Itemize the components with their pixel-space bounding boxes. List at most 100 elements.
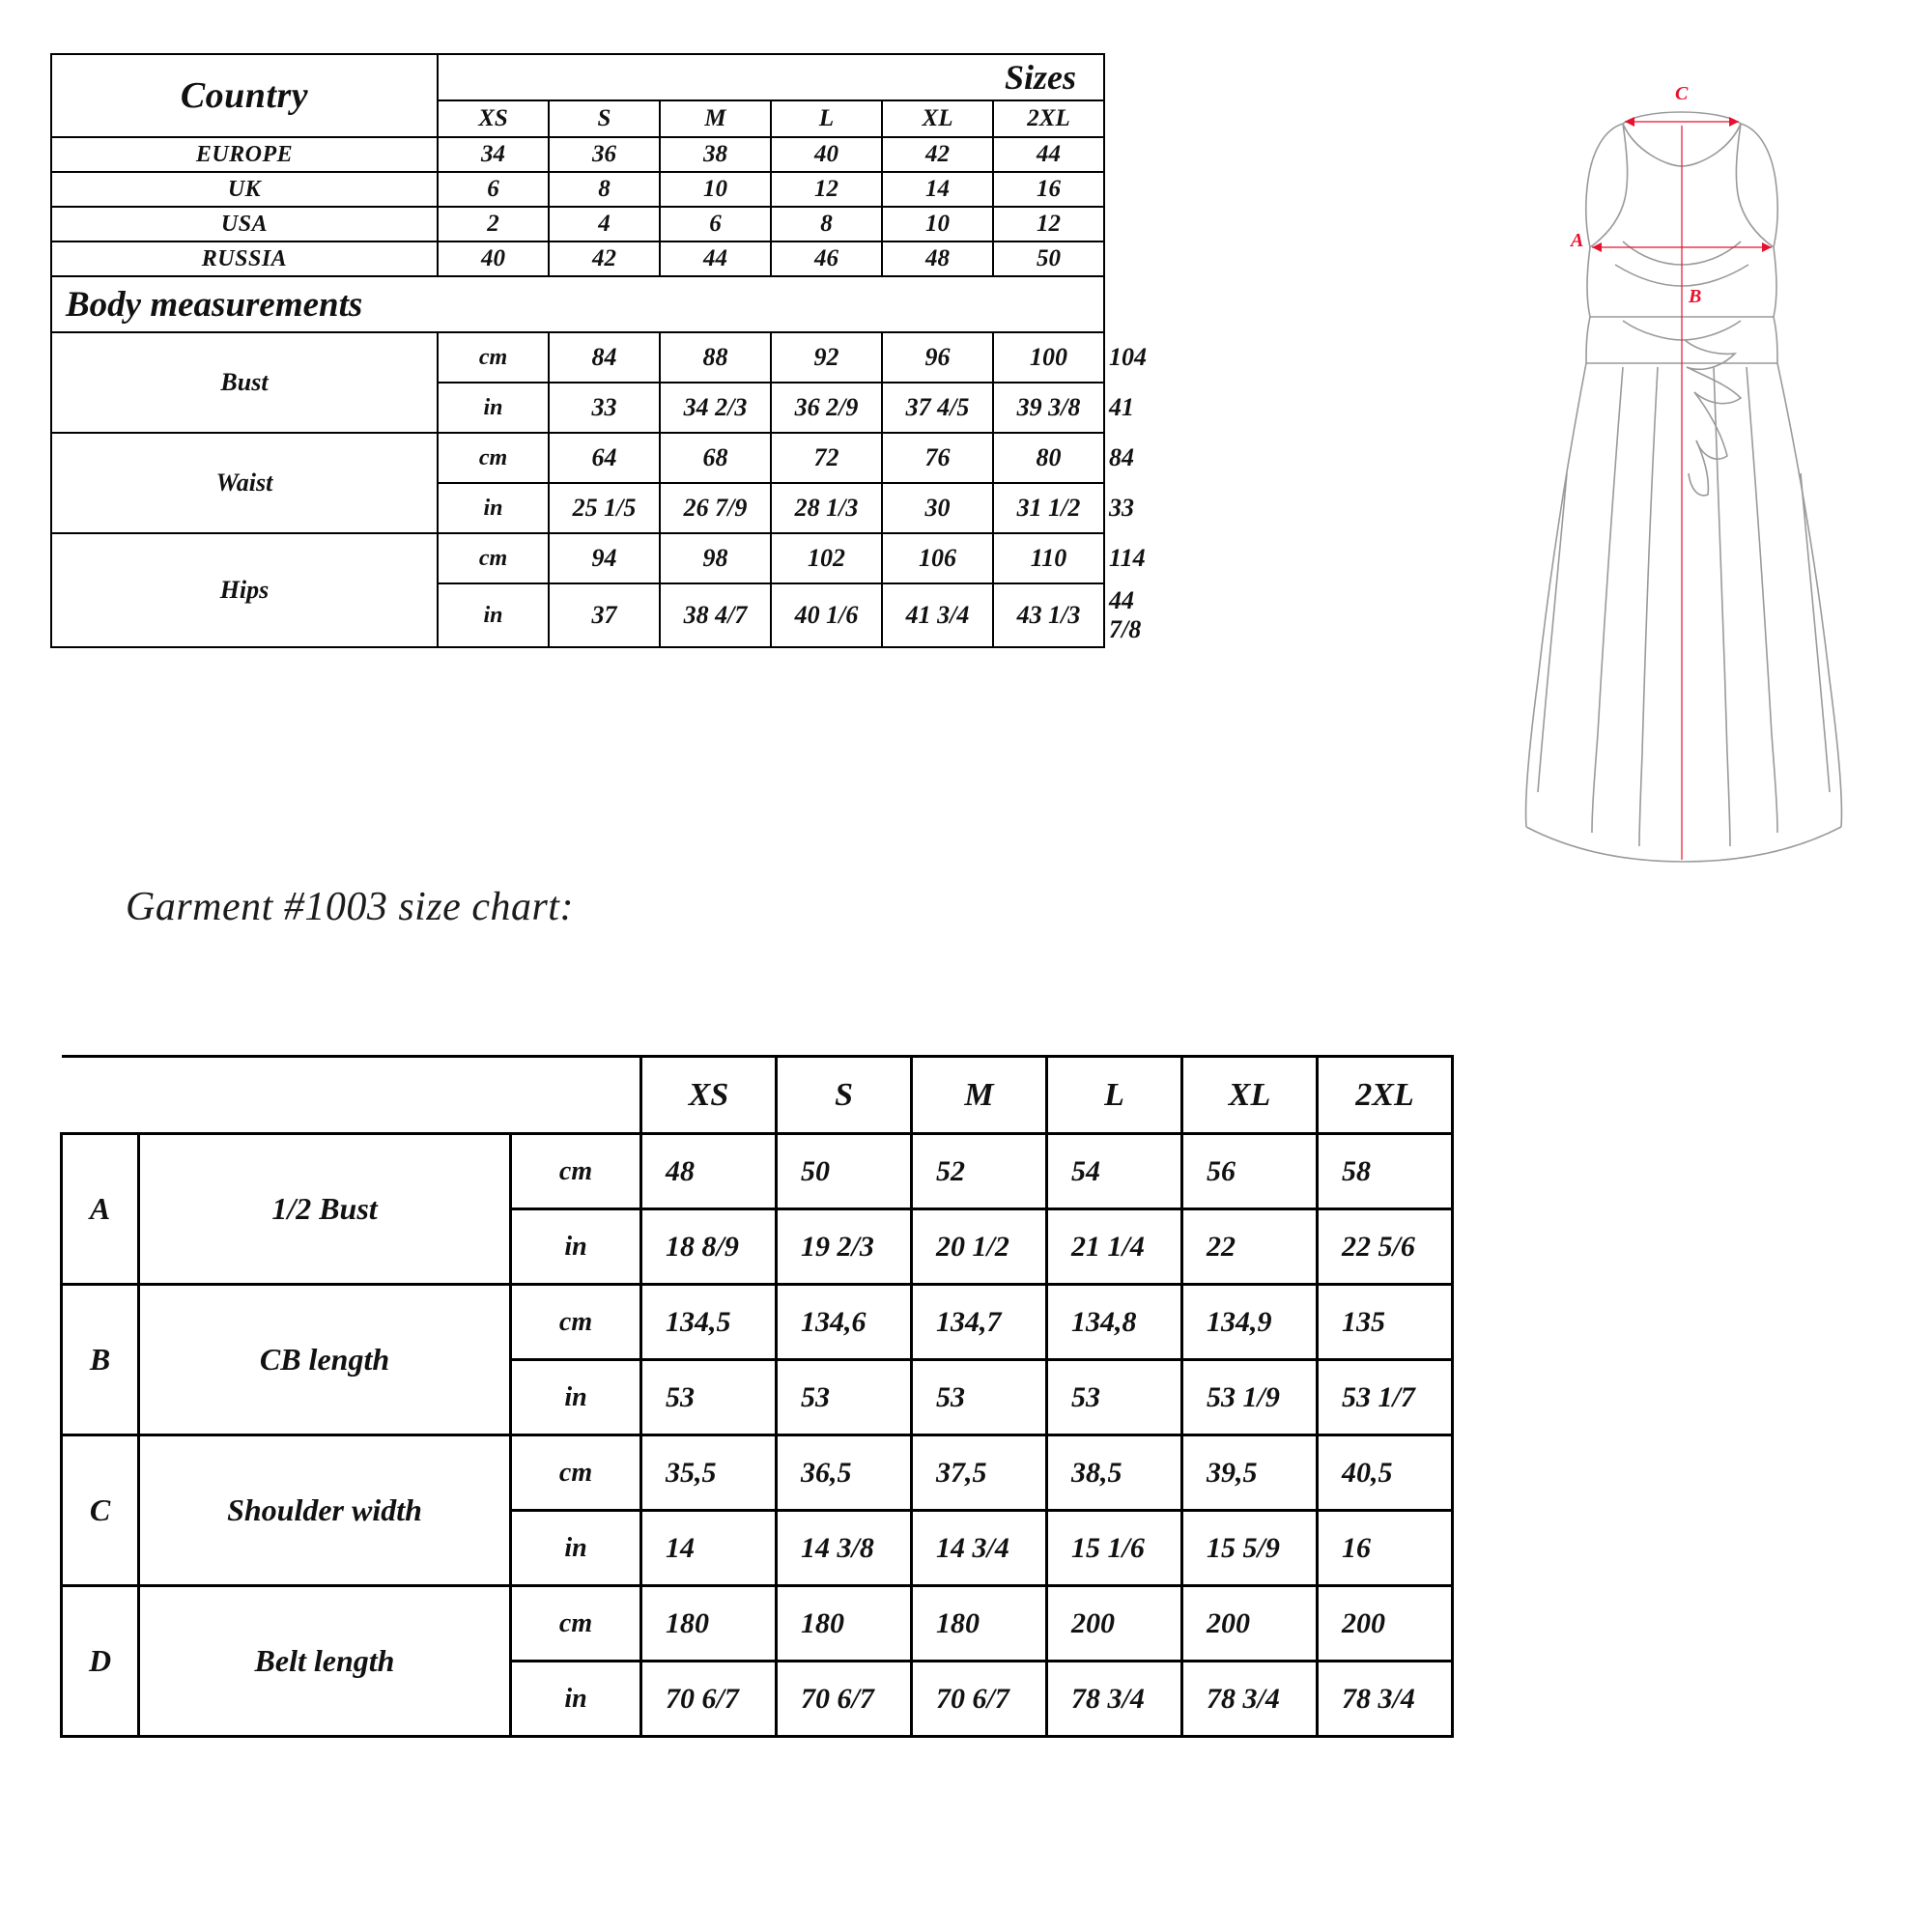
belt-left-edge (1585, 316, 1591, 364)
size-label-2xl: 2XL (991, 99, 1106, 138)
cell: 40,5 (1316, 1434, 1455, 1512)
unit-cm: cm (437, 331, 550, 384)
row-name-half-bust: 1/2 Bust (137, 1132, 512, 1286)
cell: 76 (881, 432, 994, 484)
size-label-s: S (548, 99, 661, 138)
pleat-5 (1537, 472, 1568, 793)
cell: 12 (991, 206, 1106, 242)
size-label-xs: XS (437, 99, 550, 138)
cell: 8 (548, 171, 661, 208)
cell: 134,9 (1180, 1283, 1320, 1361)
cell: 12 (770, 171, 883, 208)
size-label-xl: XL (881, 99, 994, 138)
cell: 20 1/2 (910, 1208, 1049, 1286)
cell: 53 1/9 (1180, 1358, 1320, 1436)
cell: 44 (659, 241, 772, 277)
table-row: Waist cm 64 68 72 76 80 84 (50, 432, 1134, 534)
belt-tie-upper (1686, 366, 1743, 405)
marker-label-a: A (1571, 230, 1584, 251)
measurement-label-hips: Hips (50, 532, 438, 648)
arrow-right-bust (1762, 242, 1772, 252)
cell: 50 (991, 241, 1106, 277)
cell: 70 6/7 (775, 1660, 914, 1738)
cell: 37,5 (910, 1434, 1049, 1512)
table-row: Hips cm 94 98 102 106 110 114 (50, 532, 1146, 648)
marker-label-b: B (1689, 286, 1702, 307)
cell: 53 (1045, 1358, 1184, 1436)
cell: 36,5 (775, 1434, 914, 1512)
body-measurements-header-row: Body measurements (49, 275, 1106, 333)
country-header: Country (50, 53, 439, 138)
unit-in: in (437, 482, 550, 534)
cell: 42 (548, 241, 661, 277)
row-letter-b: B (60, 1283, 140, 1436)
belt-tie-middle (1693, 391, 1728, 460)
cell: 70 6/7 (639, 1660, 779, 1738)
guide-arrow-heads (1592, 117, 1772, 252)
unit-in: in (508, 1208, 643, 1286)
size-label-xl: XL (1180, 1055, 1320, 1135)
cell: 22 5/6 (1316, 1208, 1455, 1286)
body-measurements-header: Body measurements (49, 275, 1106, 333)
cell: 14 3/4 (910, 1509, 1049, 1587)
cell: 200 (1045, 1584, 1184, 1662)
marker-label-c: C (1675, 83, 1689, 104)
cell: 106 (881, 532, 994, 584)
table-row: C Shoulder width cm 35,5 36,5 37,5 38,5 … (60, 1434, 1455, 1587)
cell: 70 6/7 (910, 1660, 1049, 1738)
cell: 80 (991, 432, 1106, 484)
table-row: UK 6 8 10 12 14 16 (50, 171, 1106, 208)
unit-cm: cm (437, 532, 550, 584)
cell: 34 (437, 136, 550, 173)
cell: 22 (1180, 1208, 1320, 1286)
cell: 40 (770, 136, 883, 173)
skirt-hem (1525, 826, 1842, 863)
left-side-seam (1586, 246, 1591, 318)
cell: 33 (548, 382, 661, 434)
left-armhole (1589, 123, 1629, 248)
dress-sketch-svg (1524, 111, 1843, 863)
arrow-left-shoulder (1625, 117, 1634, 127)
cell: 10 (659, 171, 772, 208)
cell: 4 (548, 206, 661, 242)
table-row: in 33 34 2/3 36 2/9 37 4/5 39 3/8 41 (51, 382, 1134, 434)
cell: 180 (775, 1584, 914, 1662)
skirt-left-edge (1524, 362, 1587, 828)
cell: 53 (639, 1358, 779, 1436)
table-row: B CB length cm 134,5 134,6 134,7 134,8 1… (60, 1283, 1455, 1436)
cell: 26 7/9 (659, 482, 772, 534)
arrow-left-bust (1592, 242, 1602, 252)
cell: 31 1/2 (991, 482, 1106, 534)
measurement-label-bust: Bust (50, 331, 438, 434)
pleat-6 (1800, 472, 1831, 793)
table-header-row: XS S M L XL 2XL (61, 1055, 1455, 1135)
unit-in: in (437, 382, 550, 434)
cell: 8 (770, 206, 883, 242)
cell: 14 (639, 1509, 779, 1587)
dress-outline (1524, 111, 1843, 863)
cell: 200 (1180, 1584, 1320, 1662)
size-label-xs: XS (639, 1055, 779, 1135)
cell: 6 (659, 206, 772, 242)
belt-right-edge (1773, 316, 1778, 364)
unit-cm: cm (508, 1132, 643, 1210)
right-shoulder (1740, 123, 1778, 248)
cell: 36 (548, 136, 661, 173)
arrow-right-shoulder (1729, 117, 1739, 127)
cell: 19 2/3 (775, 1208, 914, 1286)
country-label: UK (50, 171, 439, 208)
cell: 6 (437, 171, 550, 208)
cell: 100 (991, 331, 1106, 384)
cell: 35,5 (639, 1434, 779, 1512)
pleat-3 (1713, 366, 1731, 847)
cell: 48 (881, 241, 994, 277)
row-name-shoulder-width: Shoulder width (137, 1434, 512, 1587)
measurement-guides (1592, 121, 1772, 860)
cell: 15 5/9 (1180, 1509, 1320, 1587)
unit-in: in (508, 1509, 643, 1587)
table-header-row: Country Sizes (50, 53, 1106, 138)
cell: 40 (437, 241, 550, 277)
cell: 84 (548, 331, 661, 384)
cell: 16 (991, 171, 1106, 208)
size-label-l: L (1045, 1055, 1184, 1135)
